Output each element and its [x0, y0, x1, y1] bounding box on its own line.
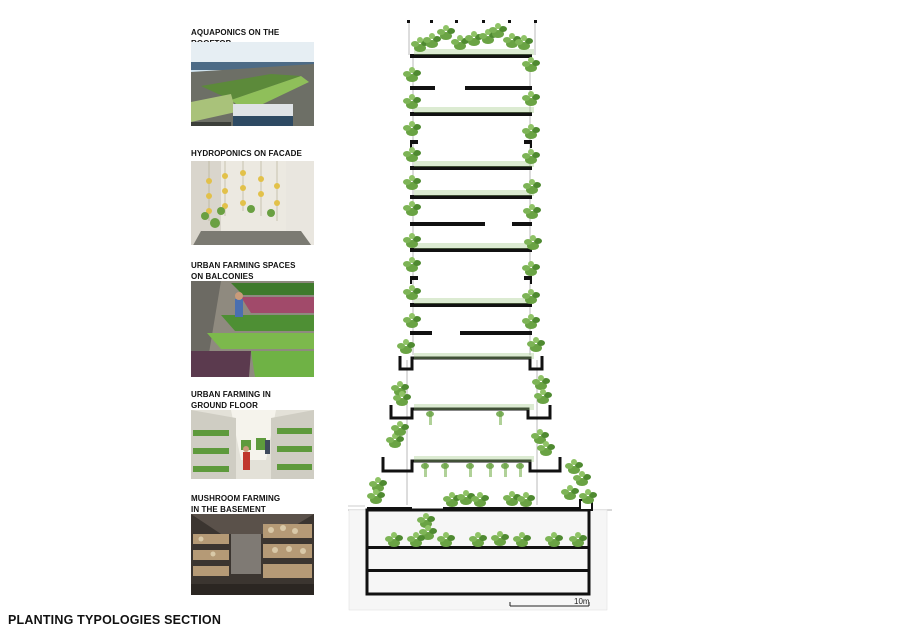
photo-mushroom-basement: [191, 514, 314, 595]
scale-bar: 10m: [509, 597, 590, 607]
label-ground-floor-farming: URBAN FARMING IN GROUND FLOOR: [191, 390, 271, 410]
photo-hydroponics-facade: [191, 161, 314, 245]
rooftop-plants: [411, 23, 533, 52]
photo-ground-floor-farming: [191, 410, 314, 479]
facade-lines: [406, 22, 538, 505]
hanging-plants: [421, 411, 524, 477]
page-title: PLANTING TYPOLOGIES SECTION: [8, 613, 222, 627]
roof-parapet: [407, 20, 537, 23]
floor-planting: [414, 49, 534, 462]
photo-rooftop-aquaponics: [191, 42, 314, 126]
label-balcony-farming: URBAN FARMING SPACES ON BALCONIES: [191, 261, 296, 281]
floor-slabs: [410, 54, 532, 335]
scale-label: 10m: [574, 597, 590, 606]
label-hydroponics-facade: HYDROPONICS ON FACADE: [191, 149, 302, 158]
photo-balcony-farming: [191, 281, 314, 377]
podium-planters: [381, 356, 562, 473]
label-basement-mushroom: MUSHROOM FARMING IN THE BASEMENT: [191, 494, 281, 514]
